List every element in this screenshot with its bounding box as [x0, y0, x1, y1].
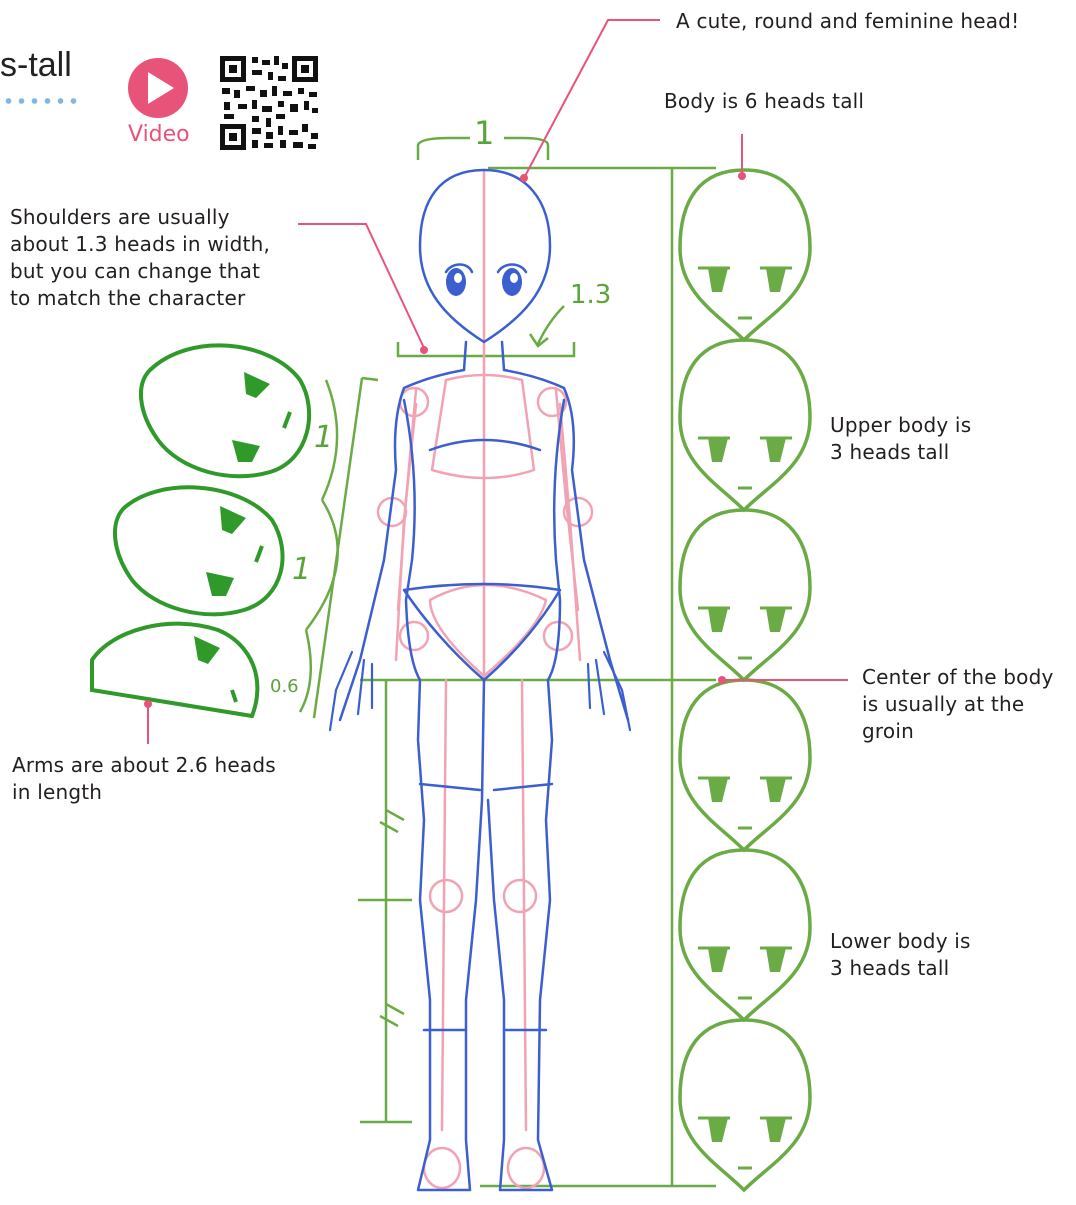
- stack-eyes: [708, 268, 786, 1142]
- stack-head-2: [680, 340, 810, 510]
- stack-head-6: [680, 1020, 810, 1190]
- arms-callout: Arms are about 2.6 heads in length: [12, 752, 276, 806]
- video-label[interactable]: Video: [128, 122, 190, 147]
- stack-head-3: [680, 510, 810, 680]
- arm-lower-length-label: 1: [292, 552, 311, 587]
- center-callout: Center of the body is usually at the gro…: [862, 664, 1054, 745]
- hand-length-label: 0.6: [270, 676, 299, 697]
- qr-code[interactable]: [218, 54, 320, 152]
- arm-head-1: [141, 345, 309, 476]
- arm-upper-length-label: 1: [314, 420, 333, 455]
- shoulders-callout: Shoulders are usually about 1.3 heads in…: [10, 204, 270, 312]
- head-width-label: 1: [474, 114, 494, 152]
- arm-head-2: [115, 487, 283, 614]
- upper-body-callout: Upper body is 3 heads tall: [830, 412, 971, 466]
- stack-head-1: [680, 170, 810, 340]
- shoulder-width-label: 1.3: [570, 280, 611, 310]
- stack-head-4: [680, 680, 810, 850]
- head-callout: A cute, round and feminine head!: [676, 8, 1019, 35]
- lower-body-callout: Lower body is 3 heads tall: [830, 928, 971, 982]
- play-video-icon[interactable]: [128, 58, 188, 118]
- body-height-callout: Body is 6 heads tall: [664, 88, 864, 115]
- arm-head-3: [92, 624, 257, 716]
- stack-head-5: [680, 850, 810, 1020]
- arm-head-eyes: [194, 372, 270, 664]
